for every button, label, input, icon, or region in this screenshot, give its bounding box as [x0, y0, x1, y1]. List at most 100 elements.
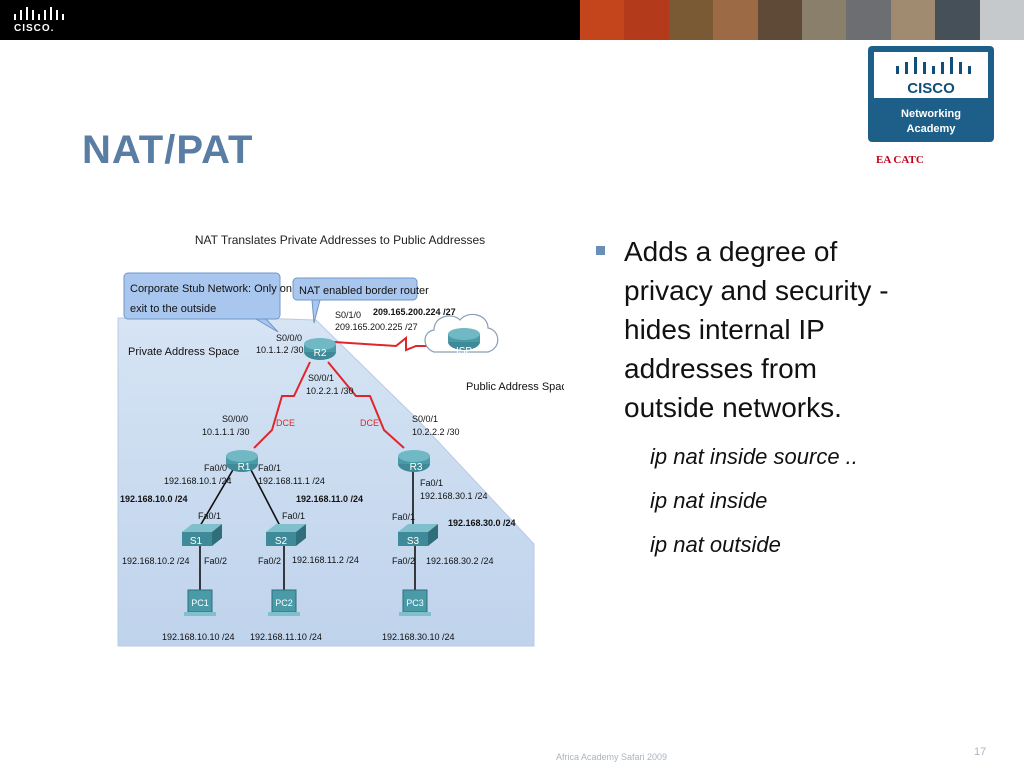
photo-tile: [935, 0, 980, 40]
r3-label: R3: [410, 462, 423, 473]
s3-fa02-label: Fa0/2: [392, 556, 415, 566]
public-space-label: Public Address Space: [466, 381, 564, 393]
r2-s010-label: S0/1/0: [335, 310, 361, 320]
pc2-icon: [268, 589, 300, 616]
r1-s000-ip: 10.1.1.1 /30: [202, 427, 250, 437]
isp-label: ISP: [456, 346, 472, 357]
pc1-icon: [184, 589, 216, 616]
diagram-title: NAT Translates Private Addresses to Publ…: [195, 233, 485, 247]
router-top: [448, 328, 480, 340]
bullet-line: outside networks.: [624, 392, 842, 423]
s2-ip: 192.168.11.2 /24: [292, 555, 359, 565]
s1-fa01-label: Fa0/1: [198, 511, 221, 521]
callout-stub-line2: exit to the outside: [130, 303, 216, 315]
footer-text: Africa Academy Safari 2009: [556, 752, 668, 762]
callout-stub: [123, 272, 281, 320]
switch-s2: [266, 524, 306, 546]
r2-s000-label: S0/0/0: [276, 333, 302, 343]
r1-fa00-ip: 192.168.10.1 /24: [164, 476, 232, 486]
logo-line-networking: Networking: [901, 108, 961, 120]
page-number: 17: [974, 746, 987, 758]
net11-label: 192.168.11.0 /24: [296, 494, 363, 504]
command-list: ip nat inside source .. ip nat inside ip…: [650, 435, 996, 567]
s2-fa02-label: Fa0/2: [258, 556, 281, 566]
s2-label: S2: [275, 536, 288, 547]
callout-stub-pointer: [254, 318, 279, 333]
router-r1: [226, 450, 258, 472]
link-r1-s2: [249, 467, 281, 527]
s3-fa01-label: Fa0/1: [392, 512, 415, 522]
pc1-ip: 192.168.10.10 /24: [162, 632, 235, 642]
s2-fa01-label: Fa0/1: [282, 511, 305, 521]
bullet-square-icon: [596, 246, 605, 255]
callout-nat-pointer: [311, 299, 321, 324]
command-item: ip nat inside source ..: [650, 444, 858, 469]
r2-s001-ip: 10.2.2.1 /30: [306, 386, 354, 396]
link-r2-isp: [333, 335, 438, 352]
command-item: ip nat inside: [650, 488, 768, 513]
photo-tile: [668, 0, 714, 40]
r1-fa01-label: Fa0/1: [258, 463, 281, 473]
ea-catc-label: EA CATC: [876, 154, 924, 166]
photo-strip: [580, 0, 1024, 40]
bullet-line: Adds a degree of: [624, 236, 838, 267]
link-r2-r3: [327, 361, 405, 449]
r3-s001-ip: 10.2.2.2 /30: [412, 427, 460, 437]
router-r3: [398, 450, 430, 472]
switch-s1: [182, 524, 222, 546]
pc3-icon: [399, 589, 431, 616]
link-r2-r1: [253, 361, 311, 449]
r1-fa00-label: Fa0/0: [204, 463, 227, 473]
s3-ip: 192.168.30.2 /24: [426, 556, 494, 566]
pc2-ip: 192.168.11.10 /24: [250, 632, 322, 642]
photo-tile: [580, 0, 625, 40]
networking-academy-logo: CISCO Networking Academy: [868, 46, 994, 142]
slide-title: NAT/PAT: [82, 128, 254, 172]
pc2-label: PC2: [275, 598, 293, 608]
nat-diagram-svg: NAT Translates Private Addresses to Publ…: [117, 233, 564, 647]
photo-tile: [757, 0, 803, 40]
photo-tile: [624, 0, 669, 40]
s1-ip: 192.168.10.2 /24: [122, 556, 190, 566]
photo-tile: [979, 0, 1024, 40]
r2-s000-ip: 10.1.1.2 /30: [256, 345, 304, 355]
r2-s001-label: S0/0/1: [308, 373, 334, 383]
callout-stub-line1: Corporate Stub Network: Only one: [130, 283, 298, 295]
s1-fa02-label: Fa0/2: [204, 556, 227, 566]
public-network-label: 209.165.200.224 /27: [373, 307, 456, 317]
cisco-logo: CISCO.: [12, 6, 64, 34]
header-bar: CISCO.: [0, 0, 1024, 40]
router-r2: [304, 338, 336, 360]
photo-tile: [890, 0, 936, 40]
bullet-line: hides internal IP: [624, 314, 825, 345]
r3-fa01-ip: 192.168.30.1 /24: [420, 491, 488, 501]
photo-tile: [802, 0, 847, 40]
r3-fa01-label: Fa0/1: [420, 478, 443, 488]
r3-s001-label: S0/0/1: [412, 414, 438, 424]
pc3-label: PC3: [406, 598, 424, 608]
dce-label-right: DCE: [360, 418, 379, 428]
net10-label: 192.168.10.0 /24: [120, 494, 188, 504]
callout-nat-text: NAT enabled border router: [299, 285, 429, 297]
bullet-item: Adds a degree of privacy and security - …: [596, 232, 996, 427]
r1-fa01-ip: 192.168.11.1 /24: [258, 476, 325, 486]
r2-s010-ip: 209.165.200.225 /27: [335, 322, 418, 332]
link-r1-s1: [199, 467, 235, 527]
r2-label: R2: [314, 348, 327, 359]
photo-tile: [713, 0, 758, 40]
bullet-line: privacy and security -: [624, 275, 889, 306]
logo-wordmark: CISCO: [907, 80, 955, 97]
private-space-label: Private Address Space: [128, 346, 239, 358]
cisco-bars-icon: [896, 57, 971, 74]
switch-s3: [398, 524, 438, 546]
photo-tile: [846, 0, 891, 40]
pc3-ip: 192.168.30.10 /24: [382, 632, 455, 642]
callout-nat: [292, 277, 418, 301]
cisco-bars-icon: [14, 7, 64, 20]
nat-diagram: NAT Translates Private Addresses to Publ…: [116, 220, 564, 650]
pc1-label: PC1: [191, 598, 209, 608]
s3-label: S3: [407, 536, 420, 547]
dce-label-left: DCE: [276, 418, 295, 428]
bullet-list: Adds a degree of privacy and security - …: [596, 232, 996, 567]
net30-label: 192.168.30.0 /24: [448, 518, 516, 528]
